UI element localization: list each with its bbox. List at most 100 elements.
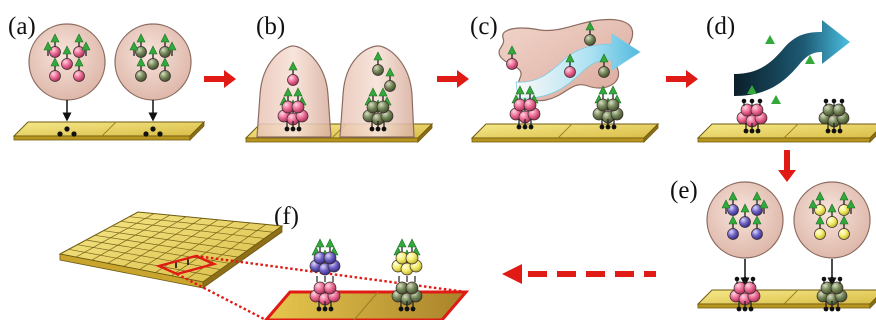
- substrate-divider: [101, 121, 117, 137]
- anchor-dot: [829, 276, 835, 282]
- spike-protein: [325, 238, 335, 248]
- anchor-dot: [823, 98, 829, 104]
- right-arrow-icon: [666, 70, 698, 88]
- green-particle: [598, 66, 610, 78]
- substrate-tile-e: [696, 289, 876, 309]
- spike-protein: [752, 215, 762, 225]
- triangle-particle-icon: [771, 95, 781, 104]
- zoom-connector: [176, 272, 267, 320]
- spike-protein: [378, 87, 388, 97]
- anchor-dot: [322, 306, 328, 312]
- anchor-dot: [284, 126, 290, 132]
- grid-line: [107, 216, 187, 264]
- spike-protein: [43, 41, 53, 51]
- anchor-dot: [57, 131, 63, 137]
- panel-label-b: (b): [256, 13, 285, 40]
- purple-particle: [323, 251, 337, 265]
- pink-particle: [73, 70, 85, 82]
- spike-protein: [815, 191, 825, 201]
- substrate-divider: [353, 291, 379, 320]
- spike-protein: [50, 33, 60, 43]
- grid-line: [75, 213, 155, 258]
- substrate-side: [189, 121, 205, 141]
- flow-arrow-icon: [515, 33, 641, 99]
- spike-protein: [815, 215, 825, 225]
- zoom-connector: [195, 254, 467, 294]
- anchor-dot: [749, 98, 755, 104]
- spike-protein: [846, 199, 856, 209]
- substrate-tile-d: [696, 123, 876, 143]
- substrate-side: [869, 131, 876, 143]
- green-cluster: [362, 87, 394, 132]
- spike-protein: [599, 53, 609, 63]
- substrate-divider: [557, 123, 573, 139]
- spike-protein: [288, 61, 298, 71]
- anchor-dot: [157, 131, 163, 137]
- spike-protein: [839, 191, 849, 201]
- spike-protein: [839, 215, 849, 225]
- zoomed-substrate: [264, 290, 470, 320]
- spike-protein: [136, 57, 146, 67]
- grid-line: [171, 222, 251, 277]
- pink-particle: [564, 66, 576, 78]
- green-particle: [830, 281, 844, 295]
- spike-protein: [585, 21, 595, 31]
- panel-label-a: (a): [8, 13, 36, 40]
- anchor-dot: [750, 276, 756, 282]
- substrate-top: [696, 123, 876, 139]
- substrate-front: [245, 137, 419, 143]
- anchor-dot: [825, 128, 831, 134]
- right-arrow-icon: [437, 70, 469, 88]
- anchor-dot: [410, 306, 416, 312]
- released-triangles: [747, 35, 815, 104]
- green-particle: [405, 281, 419, 295]
- spike-protein: [136, 33, 146, 43]
- anchor-dot: [837, 128, 843, 134]
- spike-protein: [62, 45, 72, 55]
- anchor-dot: [528, 124, 534, 130]
- green-bare-cluster: [816, 276, 848, 312]
- grid-line: [91, 214, 171, 261]
- yellow-particle: [405, 251, 419, 265]
- grid-line: [120, 220, 265, 239]
- anchor-dot: [404, 306, 410, 312]
- substrate-tile-a: [12, 121, 206, 141]
- anchor-dot: [71, 131, 77, 137]
- substrate-side: [643, 123, 659, 143]
- spike-protein: [525, 85, 535, 95]
- spike-protein: [129, 41, 139, 51]
- grid-line: [77, 244, 221, 270]
- anchor-dot: [742, 306, 748, 312]
- spike-protein: [728, 191, 738, 201]
- grid-line: [94, 234, 239, 258]
- anchor-dot: [599, 124, 605, 130]
- anchor-dot: [755, 128, 761, 134]
- substrate-side: [869, 297, 876, 309]
- pink-particle: [506, 58, 518, 70]
- spike-protein: [752, 191, 762, 201]
- spike-protein: [598, 85, 608, 95]
- substrate-top: [696, 289, 876, 305]
- panel-label-e: (e): [670, 177, 698, 204]
- spike-protein: [315, 238, 325, 248]
- anchor-dot: [736, 306, 742, 312]
- triangle-particle-icon: [765, 35, 775, 44]
- spike-protein: [740, 203, 750, 213]
- pink-dome: [256, 45, 332, 138]
- grid-line: [103, 230, 247, 252]
- substrate-front: [13, 135, 191, 141]
- red-arrows: [204, 70, 796, 284]
- green-particle: [832, 103, 846, 117]
- spike-protein: [385, 67, 395, 77]
- grid-line: [123, 217, 203, 267]
- substrate-front: [697, 137, 871, 143]
- anchor-dot: [742, 276, 748, 282]
- panel-labels: (a) (b) (c) (d) (e) (f): [8, 13, 735, 230]
- anchor-dot: [296, 126, 302, 132]
- anchor-dot: [369, 126, 375, 132]
- green-particle: [384, 80, 396, 92]
- pink-particle: [323, 281, 337, 295]
- pink-particle: [49, 70, 61, 82]
- panel-d: [734, 20, 850, 104]
- purple-particle: [727, 228, 739, 240]
